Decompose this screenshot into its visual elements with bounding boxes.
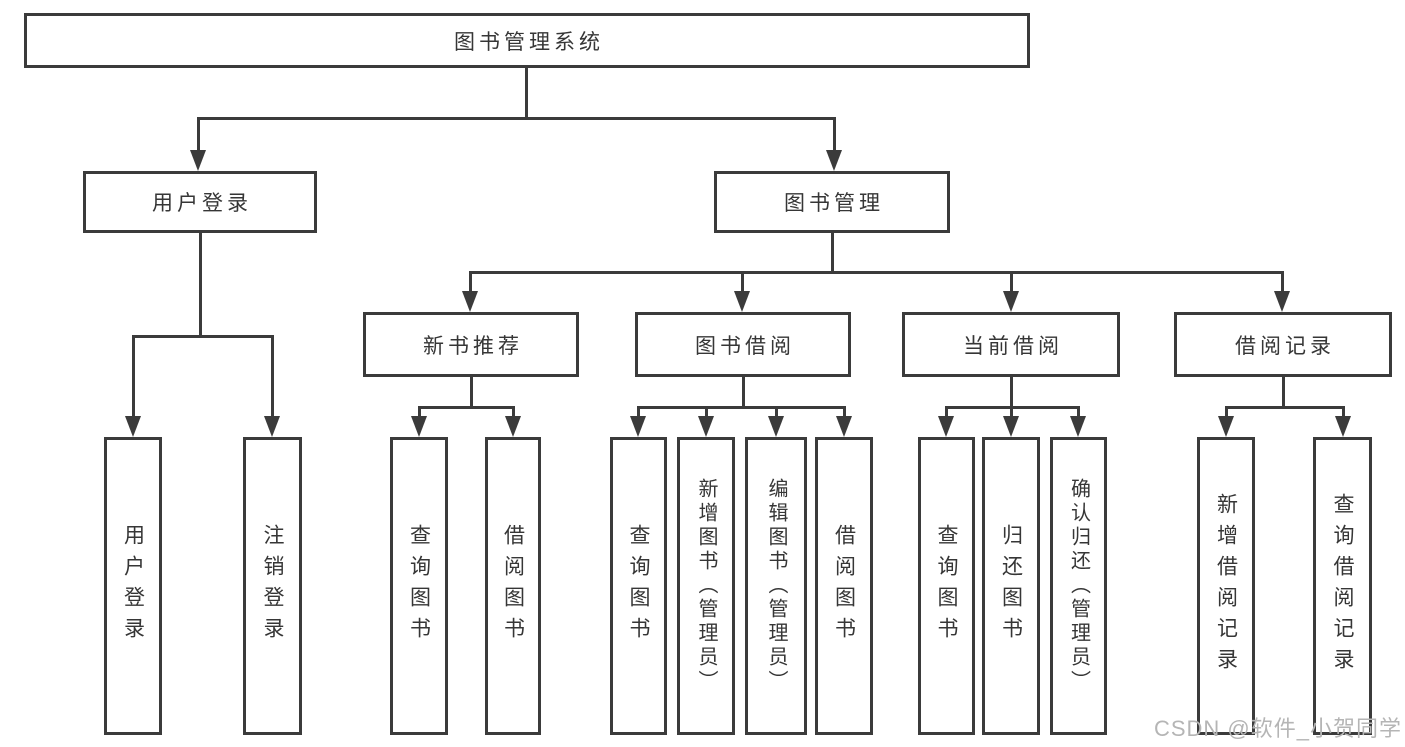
connector-line xyxy=(197,117,836,120)
node-book-borrowing: 图书借阅 xyxy=(635,312,851,377)
leaf-add-borrow-record: 新增借阅记录 xyxy=(1197,437,1255,735)
arrowhead-down-icon xyxy=(411,416,427,437)
connector-line xyxy=(775,406,778,422)
leaf-query-books-recommend: 查询图书 xyxy=(390,437,448,735)
connector-line xyxy=(469,271,1284,274)
connector-line xyxy=(833,117,836,157)
leaf-query-books-recommend-label: 查询图书 xyxy=(407,524,431,648)
leaf-query-books-borrow-label: 查询图书 xyxy=(627,524,650,648)
connector-line xyxy=(512,406,515,422)
connector-line xyxy=(1281,271,1284,297)
node-new-book-recommendation: 新书推荐 xyxy=(363,312,579,377)
connector-line xyxy=(705,406,708,422)
arrowhead-down-icon xyxy=(1218,416,1234,437)
leaf-borrow-books: 借阅图书 xyxy=(815,437,873,735)
leaf-confirm-return-admin: 确认归还（管理员） xyxy=(1050,437,1107,735)
connector-line xyxy=(637,406,846,409)
connector-line xyxy=(1282,377,1285,409)
arrowhead-down-icon xyxy=(734,291,750,312)
arrowhead-down-icon xyxy=(264,416,280,437)
arrowhead-down-icon xyxy=(938,416,954,437)
connector-line xyxy=(843,406,846,422)
connector-line xyxy=(271,335,274,425)
leaf-borrow-books-recommend: 借阅图书 xyxy=(485,437,541,735)
node-new-book-recommendation-label: 新书推荐 xyxy=(423,334,523,358)
leaf-add-books-admin-label: 新增图书（管理员） xyxy=(695,478,717,694)
connector-line xyxy=(1010,406,1013,422)
leaf-return-books: 归还图书 xyxy=(982,437,1040,735)
connector-line xyxy=(742,377,745,409)
leaf-borrow-books-recommend-label: 借阅图书 xyxy=(501,524,525,648)
arrowhead-down-icon xyxy=(826,150,842,171)
connector-line xyxy=(197,117,200,157)
arrowhead-down-icon xyxy=(836,416,852,437)
connector-line xyxy=(199,233,202,338)
node-current-borrowing: 当前借阅 xyxy=(902,312,1120,377)
node-book-management: 图书管理 xyxy=(714,171,950,233)
leaf-logout-label: 注销登录 xyxy=(261,524,284,648)
connector-line xyxy=(741,271,744,297)
arrowhead-down-icon xyxy=(1003,291,1019,312)
arrowhead-down-icon xyxy=(698,416,714,437)
connector-line xyxy=(637,406,640,422)
leaf-edit-books-admin-label: 编辑图书（管理员） xyxy=(765,478,787,694)
connector-line xyxy=(1010,377,1013,409)
connector-line xyxy=(831,233,834,274)
connector-line xyxy=(470,377,473,409)
node-book-borrowing-label: 图书借阅 xyxy=(695,334,795,358)
arrowhead-down-icon xyxy=(1335,416,1351,437)
node-root-label: 图书管理系统 xyxy=(454,30,604,54)
connector-line xyxy=(1010,271,1013,297)
node-book-management-label: 图书管理 xyxy=(784,192,884,215)
node-borrowing-records-label: 借阅记录 xyxy=(1235,334,1335,358)
arrowhead-down-icon xyxy=(630,416,646,437)
leaf-query-books-borrow: 查询图书 xyxy=(610,437,667,735)
arrowhead-down-icon xyxy=(125,416,141,437)
arrowhead-down-icon xyxy=(505,416,521,437)
node-user-login: 用户登录 xyxy=(83,171,317,233)
arrowhead-down-icon xyxy=(1003,416,1019,437)
connector-line xyxy=(469,271,472,297)
node-current-borrowing-label: 当前借阅 xyxy=(963,334,1063,358)
leaf-user-login: 用户登录 xyxy=(104,437,162,735)
leaf-logout: 注销登录 xyxy=(243,437,302,735)
connector-line xyxy=(418,406,515,409)
arrowhead-down-icon xyxy=(1274,291,1290,312)
connector-line xyxy=(132,335,274,338)
connector-line xyxy=(525,66,528,120)
arrowhead-down-icon xyxy=(1070,416,1086,437)
leaf-query-books-current-label: 查询图书 xyxy=(935,524,958,648)
leaf-borrow-books-label: 借阅图书 xyxy=(832,524,856,648)
leaf-add-books-admin: 新增图书（管理员） xyxy=(677,437,735,735)
csdn-watermark: CSDN @软件_小贺同学 xyxy=(1153,716,1402,741)
node-borrowing-records: 借阅记录 xyxy=(1174,312,1392,377)
arrowhead-down-icon xyxy=(462,291,478,312)
node-user-login-label: 用户登录 xyxy=(152,192,252,215)
connector-line xyxy=(132,335,135,425)
connector-line xyxy=(1225,406,1345,409)
leaf-add-borrow-record-label: 新增借阅记录 xyxy=(1214,493,1238,679)
leaf-confirm-return-admin-label: 确认归还（管理员） xyxy=(1067,478,1090,694)
arrowhead-down-icon xyxy=(768,416,784,437)
connector-line xyxy=(945,406,948,422)
connector-line xyxy=(1225,406,1228,422)
leaf-query-borrow-record-label: 查询借阅记录 xyxy=(1331,493,1354,679)
leaf-return-books-label: 归还图书 xyxy=(999,524,1023,648)
connector-line xyxy=(1342,406,1345,422)
connector-line xyxy=(418,406,421,422)
leaf-query-borrow-record: 查询借阅记录 xyxy=(1313,437,1372,735)
leaf-query-books-current: 查询图书 xyxy=(918,437,975,735)
connector-line xyxy=(1077,406,1080,422)
arrowhead-down-icon xyxy=(190,150,206,171)
leaf-edit-books-admin: 编辑图书（管理员） xyxy=(745,437,807,735)
leaf-user-login-label: 用户登录 xyxy=(121,524,145,648)
node-root: 图书管理系统 xyxy=(24,13,1030,68)
